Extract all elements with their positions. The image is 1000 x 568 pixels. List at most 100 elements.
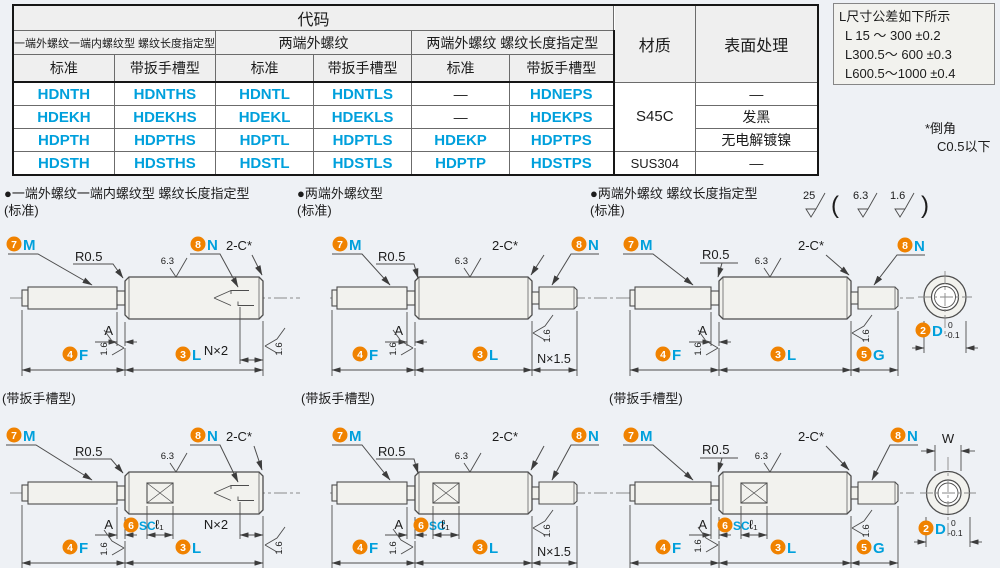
svg-text:7: 7: [337, 430, 343, 442]
tolerance-line: L 15 ～ 300 ±0.2: [845, 28, 941, 43]
label-r05: R0.5: [378, 249, 405, 264]
table-row: HDPTH HDPTHS HDPTL HDPTLS HDEKP HDPTPS 无…: [12, 128, 819, 152]
svg-text:5: 5: [861, 542, 867, 554]
code-cell: HDNTL: [215, 81, 315, 106]
label-n: N: [907, 428, 918, 445]
label-a: A: [104, 323, 113, 338]
label-d: D: [932, 323, 943, 340]
leader-labels: 7 M R0.5 6.3 2-C* 8 N: [332, 427, 599, 481]
code-cell: HDEKPS: [509, 105, 615, 129]
label-nx15: N×1.5: [537, 545, 571, 559]
label-l1: ℓ₁: [155, 517, 164, 532]
svg-text:7: 7: [11, 430, 17, 442]
label-m: M: [640, 428, 653, 445]
code-cell: HDSTLS: [313, 151, 413, 176]
roughness-icon: [392, 329, 414, 356]
svg-text:6: 6: [418, 520, 424, 532]
svg-text:5: 5: [861, 349, 867, 361]
code-cell: —: [411, 81, 511, 106]
svg-text:3: 3: [180, 349, 186, 361]
svg-text:7: 7: [628, 430, 634, 442]
tolerance-title: L尺寸公差如下所示: [839, 9, 951, 24]
circle-4-icon: [352, 539, 368, 555]
circle-5-icon: [856, 346, 872, 362]
label-ra63: 6.3: [161, 451, 174, 462]
circle-3-icon: [175, 346, 191, 362]
svg-text:1.6: 1.6: [274, 342, 285, 355]
roughness-icon: [697, 526, 719, 553]
shaft-outline: [330, 471, 650, 515]
diagram-3-standard: 7 M R0.5 6.3 2-C* 8 N A: [620, 236, 978, 376]
code-cell: HDPTP: [411, 151, 511, 176]
table-row: HDNTH HDNTHS HDNTL HDNTLS — HDNEPS S45C …: [12, 81, 819, 152]
dimensions: A 6 SC ℓ₁ 4 F 3 L 5 G: [629, 505, 899, 568]
material-cell: SUS304: [613, 151, 697, 176]
label-l1: ℓ₁: [441, 517, 450, 532]
svg-text:4: 4: [357, 542, 363, 554]
leader-labels: 7 M R0.5 6.3 2-C* 8 N: [623, 427, 918, 481]
table-row: HDSTH HDSTHS HDSTL HDSTLS HDPTP HDSTPS S…: [12, 151, 819, 176]
svg-text:7: 7: [11, 239, 17, 251]
svg-text:1.6: 1.6: [542, 329, 553, 342]
circle-4-icon: [655, 539, 671, 555]
group-header-3: 两端外螺纹 螺纹长度指定型: [411, 30, 615, 55]
circle-3-icon: [770, 346, 786, 362]
label-m: M: [23, 237, 36, 254]
svg-text:8: 8: [902, 240, 908, 252]
label-ra63: 6.3: [755, 256, 768, 267]
svg-text:2: 2: [923, 523, 929, 535]
label-f: F: [79, 347, 88, 364]
tolerance-lower: -0.1: [945, 330, 960, 340]
roughness-icon: [103, 329, 125, 356]
label-2c: 2-C*: [492, 429, 518, 444]
diagram1-title-line2: (标准): [4, 203, 39, 218]
svg-text:1.6: 1.6: [693, 539, 704, 552]
svg-text:8: 8: [195, 239, 201, 251]
diagram1-title: ●一端外螺纹一端内螺纹型 螺纹长度指定型 (标准): [4, 185, 249, 219]
circle-8-icon: [890, 427, 906, 443]
label-ra63: 6.3: [455, 451, 468, 462]
code-cell: HDEKLS: [313, 105, 413, 129]
roughness-icon: [851, 314, 873, 341]
roughness-icon: [532, 509, 554, 536]
svg-text:1.6: 1.6: [388, 541, 399, 554]
label-f: F: [369, 347, 378, 364]
circle-6-icon: [123, 517, 139, 533]
material-header: 材质: [613, 4, 697, 83]
label-g: G: [873, 347, 885, 364]
subheader: 标准: [12, 54, 115, 83]
svg-text:3: 3: [477, 542, 483, 554]
diagram1-title-line1: ●一端外螺纹一端内螺纹型 螺纹长度指定型: [4, 186, 250, 201]
svg-text:3: 3: [180, 542, 186, 554]
label-f: F: [79, 540, 88, 557]
code-cell: HDNTH: [12, 81, 115, 106]
roughness-icon: [857, 192, 878, 218]
circle-2-icon: [915, 322, 931, 338]
subheader: 带扳手槽型: [509, 54, 615, 83]
svg-text:1.6: 1.6: [388, 342, 399, 355]
circle-7-icon: [623, 427, 639, 443]
dimensions: A 6 SC ℓ₁ 4 F 3 L N×1.5 1.6: [331, 505, 578, 568]
circle-8-icon: [897, 237, 913, 253]
diagram-5-wrench: 7 M R0.5 6.3 2-C* 8 N A 6 SC ℓ₁: [330, 427, 650, 568]
tolerance-line: L300.5～ 600 ±0.3: [845, 47, 952, 62]
svg-text:7: 7: [337, 239, 343, 251]
label-nx2: N×2: [204, 343, 228, 358]
label-l1: ℓ₁: [749, 517, 758, 532]
circle-3-icon: [472, 346, 488, 362]
svg-text:1.6: 1.6: [542, 524, 553, 537]
roughness-icon: [894, 192, 915, 218]
svg-text:8: 8: [576, 430, 582, 442]
circle-4-icon: [62, 539, 78, 555]
label-l: L: [489, 540, 498, 557]
roughness-icon: [805, 192, 826, 218]
label-l: L: [192, 540, 201, 557]
svg-text:3: 3: [775, 542, 781, 554]
label-n: N: [207, 428, 218, 445]
label-nx2: N×2: [204, 517, 228, 532]
roughness-icon: [264, 526, 286, 553]
circle-7-icon: [6, 427, 22, 443]
roughness-icon: [697, 329, 719, 356]
subheader: 带扳手槽型: [313, 54, 413, 83]
